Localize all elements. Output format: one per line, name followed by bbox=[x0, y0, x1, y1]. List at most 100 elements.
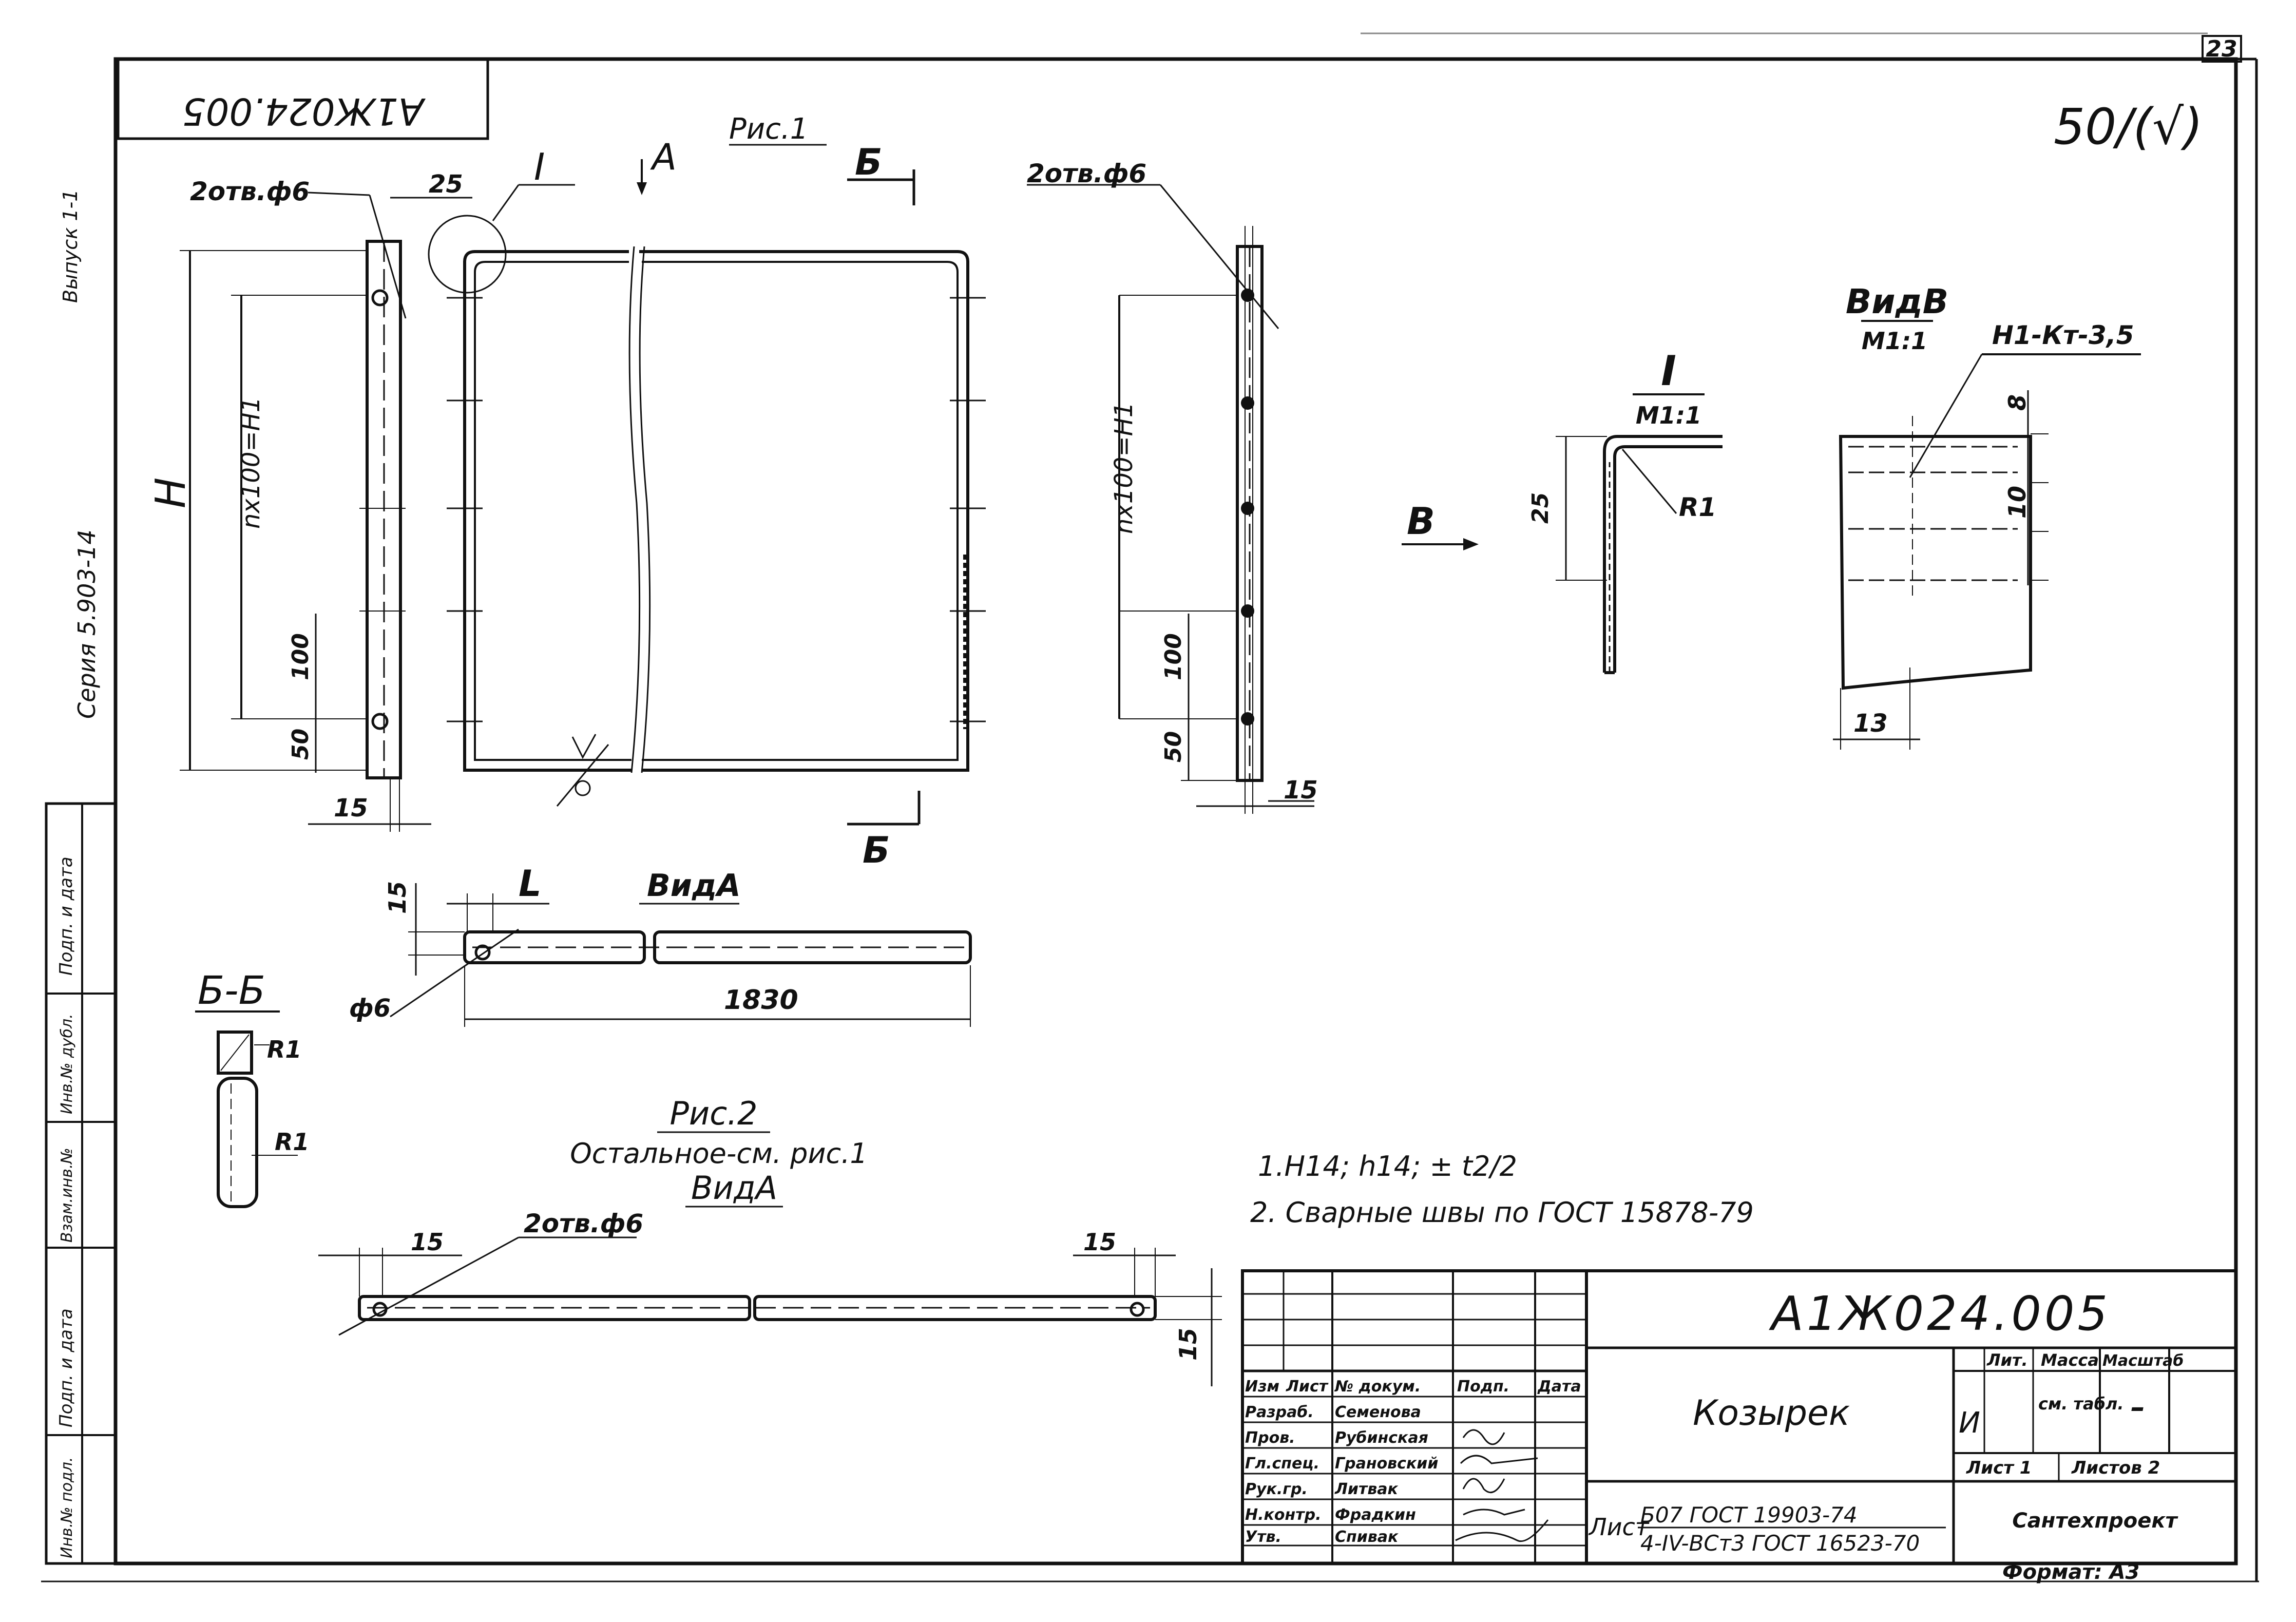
view-V: ВидВ М1:1 Н1-Кт-3,5 8 10 13 bbox=[1833, 282, 2141, 750]
dim-25-top: 25 bbox=[429, 170, 463, 199]
tb-person-approved: Спивак bbox=[1335, 1528, 1399, 1546]
dim-15-left: 15 bbox=[334, 794, 368, 823]
tb-sheets: Листов 2 bbox=[2071, 1458, 2160, 1478]
tb-col-sheet: Лист bbox=[1286, 1378, 1329, 1396]
fig1-front-view bbox=[447, 246, 986, 807]
strip-original-inv: Инв.№ подл. bbox=[58, 1457, 76, 1558]
strip-replacement-inv: Взам.инв.№ bbox=[58, 1148, 76, 1243]
detail-I-scale: М1:1 bbox=[1636, 402, 1701, 429]
tb-person-developer: Семенова bbox=[1335, 1403, 1421, 1421]
tb-person-group-lead: Литвак bbox=[1334, 1480, 1399, 1498]
tb-role-group-lead: Рук.гр. bbox=[1245, 1480, 1308, 1498]
left-admin-strip: Подп. и дата Инв.№ дубл. Взам.инв.№ Подп… bbox=[45, 802, 117, 1565]
tb-col-date: Дата bbox=[1537, 1378, 1581, 1396]
dim-15-right: 15 bbox=[1284, 776, 1318, 805]
sheet-number-box: 23 bbox=[2202, 35, 2242, 63]
arrow-A: А bbox=[650, 136, 677, 178]
view-A-title: ВидА bbox=[647, 868, 741, 904]
view-V-title: ВидВ bbox=[1846, 282, 1948, 321]
series-label: Серия 5.903-14 bbox=[73, 529, 101, 719]
dim-nx100-left: nx100=H1 bbox=[237, 397, 265, 529]
dim-H: H bbox=[147, 478, 195, 508]
dim-10: 10 bbox=[2003, 486, 2031, 519]
tb-role-approved: Утв. bbox=[1245, 1528, 1281, 1546]
arrow-V-label: В bbox=[1407, 500, 1435, 543]
issue-label: Выпуск 1-1 bbox=[59, 189, 82, 303]
fig1-right-side-view bbox=[1196, 226, 1314, 814]
holes-left-label: 2отв.ф6 bbox=[190, 177, 310, 206]
tb-role-developer: Разраб. bbox=[1245, 1403, 1314, 1421]
dim-15-viewA: 15 bbox=[384, 881, 411, 914]
dim-15-fig2-vert: 15 bbox=[1174, 1328, 1202, 1361]
tb-format: Формат: А3 bbox=[2002, 1560, 2139, 1584]
tb-role-chief-spec: Гл.спец. bbox=[1245, 1455, 1319, 1473]
tb-designation: А1Ж024.005 bbox=[1769, 1286, 2111, 1341]
fig2: Рис.2 Остальное-см. рис.1 ВидА 2отв.ф6 1… bbox=[318, 1095, 1222, 1386]
drawing-frame bbox=[41, 32, 2259, 1582]
section-BB-title: Б-Б bbox=[198, 967, 265, 1013]
fig1-left-side-view bbox=[308, 240, 431, 832]
dim-1830: 1830 bbox=[724, 985, 798, 1016]
dim-25-detail: 25 bbox=[1527, 492, 1554, 524]
section-mark-B-bottom: Б bbox=[863, 829, 890, 871]
tb-lit-label: Лит. bbox=[1986, 1350, 2028, 1370]
tb-organization: Сантехпроект bbox=[2012, 1509, 2178, 1533]
dim-50-right: 50 bbox=[1160, 731, 1187, 762]
tb-person-chief-spec: Грановский bbox=[1335, 1455, 1438, 1473]
dim-100-right: 100 bbox=[1160, 633, 1187, 680]
tb-mass-label: Масса bbox=[2041, 1350, 2099, 1370]
dim-8: 8 bbox=[2003, 394, 2031, 411]
tb-name: Козырек bbox=[1693, 1393, 1850, 1434]
dim-phi6: ф6 bbox=[349, 994, 391, 1023]
view-A-fig1: ВидА L 15 ф6 1830 bbox=[349, 863, 972, 1027]
tb-role-checker: Пров. bbox=[1245, 1429, 1295, 1447]
detail-I-view: I М1:1 25 R1 bbox=[1527, 347, 1723, 674]
note-1: 1.Н14; h14; ± t2/2 bbox=[1258, 1150, 1517, 1182]
tb-mass-value: см. табл. bbox=[2038, 1394, 2124, 1414]
detail-I-label: I bbox=[534, 145, 545, 188]
tb-person-checker: Рубинская bbox=[1335, 1429, 1428, 1447]
dim-13: 13 bbox=[1853, 709, 1888, 738]
dim-R1-b: R1 bbox=[275, 1128, 309, 1156]
view-A2-title: ВидА bbox=[691, 1169, 777, 1207]
fig1-label: Рис.1 bbox=[729, 112, 808, 146]
dim-R1-a: R1 bbox=[267, 1036, 301, 1063]
tb-scale-value: – bbox=[2131, 1391, 2145, 1424]
tb-col-change: Изм bbox=[1245, 1378, 1279, 1396]
roughness-symbol: 50/(√) bbox=[2054, 98, 2203, 156]
tb-person-norm-control: Фрадкин bbox=[1335, 1506, 1416, 1524]
weld-label: Н1-Кт-3,5 bbox=[1992, 320, 2134, 350]
strip-duplicate-inv: Инв.№ дубл. bbox=[58, 1014, 76, 1114]
section-mark-B-top: Б bbox=[855, 141, 882, 183]
holes-fig2-label: 2отв.ф6 bbox=[524, 1209, 643, 1238]
note-2: 2. Сварные швы по ГОСТ 15878-79 bbox=[1250, 1196, 1754, 1229]
dim-100-left: 100 bbox=[288, 633, 314, 680]
dim-15-fig2-right: 15 bbox=[1083, 1228, 1116, 1256]
tb-scale-label: Масштаб bbox=[2102, 1352, 2184, 1370]
dim-nx100-right: nx100=H1 bbox=[1109, 402, 1138, 534]
tb-lit-value: И bbox=[1959, 1406, 1980, 1440]
dim-50-left: 50 bbox=[288, 729, 314, 760]
signatures bbox=[1455, 1429, 1549, 1542]
title-block bbox=[1241, 1269, 2237, 1565]
holes-right-label: 2отв.ф6 bbox=[1027, 159, 1146, 188]
dim-15-fig2-left: 15 bbox=[411, 1228, 444, 1256]
tb-sheet: Лист 1 bbox=[1966, 1458, 2032, 1478]
view-V-scale: М1:1 bbox=[1862, 327, 1927, 355]
dim-R1-detail: R1 bbox=[1679, 492, 1716, 522]
tb-col-docnum: № докум. bbox=[1334, 1378, 1421, 1396]
detail-I-title: I bbox=[1661, 347, 1676, 395]
dim-L: L bbox=[519, 863, 542, 905]
tb-col-signature: Подп. bbox=[1457, 1378, 1509, 1396]
tb-role-norm-control: Н.контр. bbox=[1245, 1506, 1321, 1524]
strip-signature-date-2: Подп. и дата bbox=[56, 1308, 76, 1427]
section-B-B: Б-Б R1 R1 bbox=[195, 967, 309, 1208]
tb-material-line1: Б07 ГОСТ 19903-74 bbox=[1640, 1502, 1858, 1528]
sheet-number: 23 bbox=[2206, 36, 2237, 62]
designation-top: А1Ж024.005 bbox=[182, 90, 426, 133]
strip-signature-date-1: Подп. и дата bbox=[56, 856, 76, 976]
tb-material-line2: 4-IV-ВСт3 ГОСТ 16523-70 bbox=[1640, 1531, 1920, 1556]
fig2-rest-note: Остальное-см. рис.1 bbox=[570, 1137, 867, 1170]
fig2-label: Рис.2 bbox=[670, 1095, 758, 1132]
designation-top-box: А1Ж024.005 bbox=[117, 58, 489, 140]
